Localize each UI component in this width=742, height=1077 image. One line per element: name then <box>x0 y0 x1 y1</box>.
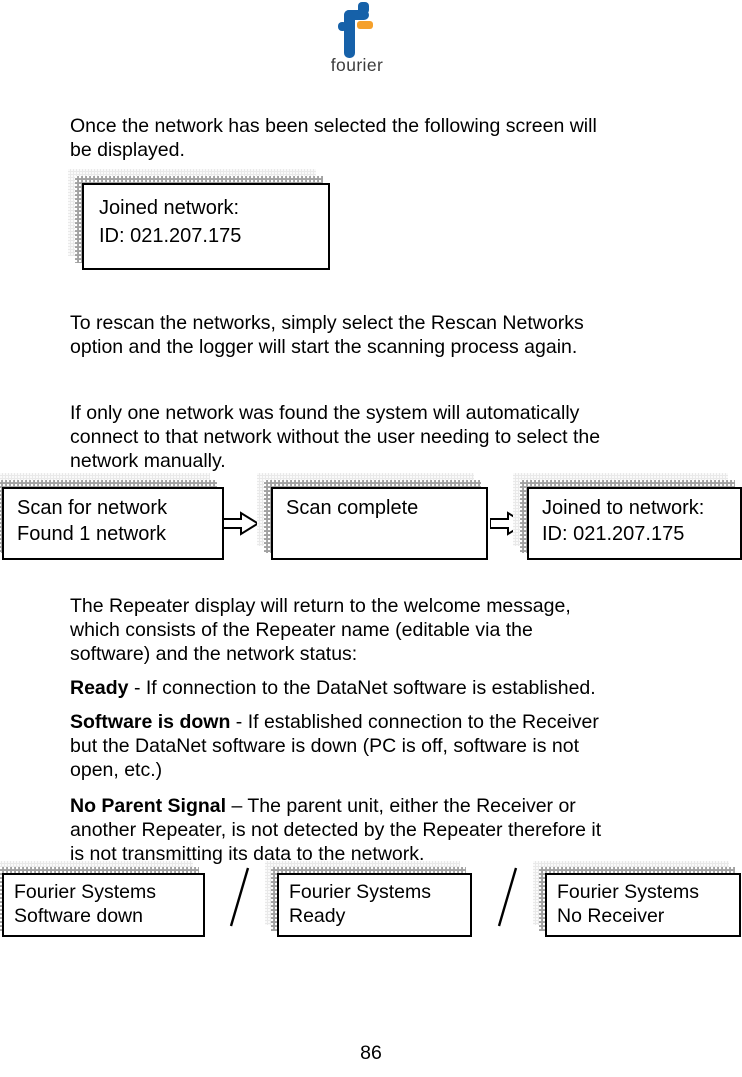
status-no-parent-definition: No Parent Signal – The parent unit, eith… <box>70 794 670 866</box>
box-text-line: Ready <box>289 905 346 927</box>
text-line: If only one network was found the system… <box>70 402 580 424</box>
paragraph-intro: Once the network has been selected the f… <box>70 114 670 162</box>
text-line: another Repeater, is not detected by the… <box>70 819 602 841</box>
paragraph-rescan: To rescan the networks, simply select th… <box>70 311 670 359</box>
text-line: connect to that network without the user… <box>70 426 601 448</box>
display-box-ready: Fourier Systems Ready <box>265 861 472 937</box>
box-text-line: Software down <box>14 905 143 927</box>
logo-f-arm <box>344 10 369 20</box>
text-line: but the DataNet software is down (PC is … <box>70 735 580 757</box>
box-text-line: Scan complete <box>286 497 419 519</box>
text-line: Software is down - If established connec… <box>70 710 670 734</box>
text-line: which consists of the Repeater name (edi… <box>70 619 533 641</box>
text-line: Ready - If connection to the DataNet sof… <box>70 676 670 700</box>
status-term: No Parent Signal <box>70 795 227 817</box>
display-box-joined-network: Joined network: ID: 021.207.175 <box>68 169 330 270</box>
text-line: option and the logger will start the sca… <box>70 336 578 358</box>
right-arrow-icon <box>223 511 259 536</box>
box-face: Joined to network: ID: 021.207.175 <box>527 487 742 560</box>
logo-f-crossbar <box>338 22 347 31</box>
text-line: software) and the network status: <box>70 643 358 665</box>
slash-divider <box>229 867 250 927</box>
display-box-software-down: Fourier Systems Software down <box>0 861 205 937</box>
fourier-logo: fourier <box>325 1 389 79</box>
box-face: Scan for network Found 1 network <box>2 487 224 560</box>
display-box-scan-complete: Scan complete <box>257 473 488 560</box>
box-text-line: Fourier Systems <box>557 881 699 903</box>
status-ready-definition: Ready - If connection to the DataNet sof… <box>70 676 670 700</box>
text-line: To rescan the networks, simply select th… <box>70 312 584 334</box>
status-software-down-definition: Software is down - If established connec… <box>70 710 670 782</box>
status-term: Ready <box>70 677 129 699</box>
display-box-joined-to-network: Joined to network: ID: 021.207.175 <box>513 473 742 560</box>
display-box-scan-for-network: Scan for network Found 1 network <box>0 473 224 560</box>
box-text-line: ID: 021.207.175 <box>99 225 242 247</box>
status-description: - If connection to the DataNet software … <box>128 677 596 699</box>
box-text-line: Found 1 network <box>17 523 166 545</box>
text-line: network manually. <box>70 450 226 472</box>
box-text-line: Joined to network: <box>542 497 705 519</box>
box-face: Fourier Systems No Receiver <box>545 873 741 937</box>
box-text-line: Scan for network <box>17 497 168 519</box>
box-face: Fourier Systems Ready <box>277 873 472 937</box>
text-line: is not transmitting its data to the netw… <box>70 843 425 865</box>
page-number: 86 <box>360 1042 382 1064</box>
box-text-line: ID: 021.207.175 <box>542 523 685 545</box>
status-term: Software is down <box>70 711 231 733</box>
slash-divider <box>497 867 518 927</box>
text-line: Once the network has been selected the f… <box>70 115 597 137</box>
box-text-line: No Receiver <box>557 905 665 927</box>
text-line: open, etc.) <box>70 759 163 781</box>
logo-f-stem <box>344 10 355 58</box>
box-face: Fourier Systems Software down <box>2 873 205 937</box>
status-description: – The parent unit, either the Receiver o… <box>226 795 576 817</box>
text-line: No Parent Signal – The parent unit, eith… <box>70 794 670 818</box>
box-face: Scan complete <box>271 487 488 560</box>
paragraph-repeater-display: The Repeater display will return to the … <box>70 594 670 666</box>
logo-wordmark: fourier <box>330 55 384 75</box>
box-text-line: Fourier Systems <box>289 881 431 903</box>
box-text-line: Fourier Systems <box>14 881 156 903</box>
logo-f-top-dot <box>358 2 369 14</box>
box-text-line: Joined network: <box>99 197 240 219</box>
display-box-no-receiver: Fourier Systems No Receiver <box>533 861 741 937</box>
logo-orange-dash <box>357 21 373 29</box>
status-description: - If established connection to the Recei… <box>230 711 599 733</box>
text-line: The Repeater display will return to the … <box>70 595 571 617</box>
text-line: be displayed. <box>70 139 185 161</box>
paragraph-auto-connect: If only one network was found the system… <box>70 401 670 473</box>
box-face: Joined network: ID: 021.207.175 <box>82 183 330 270</box>
